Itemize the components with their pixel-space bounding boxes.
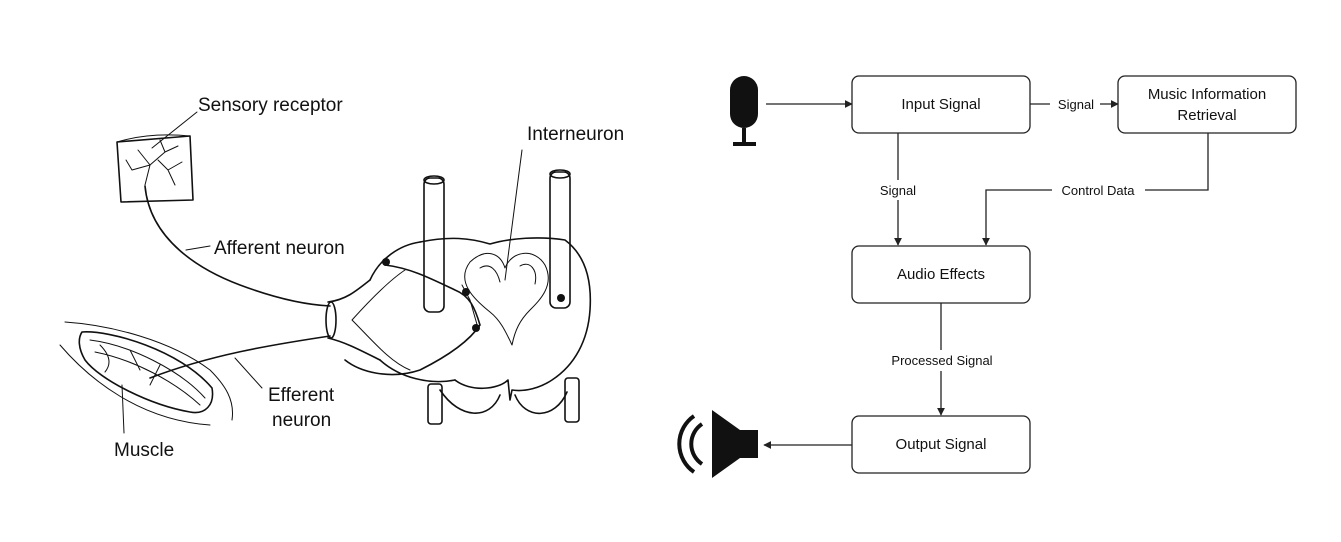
muscle-illustration bbox=[59, 321, 234, 434]
efferent-neuron-label-line2: neuron bbox=[272, 410, 331, 431]
node-input-signal-label: Input Signal bbox=[901, 96, 980, 113]
sensory-receptor-illustration bbox=[116, 111, 198, 203]
edge-mir-to-effects-a bbox=[1145, 133, 1209, 191]
node-input-signal: Input Signal bbox=[851, 75, 1031, 134]
node-output-signal-label: Output Signal bbox=[896, 436, 987, 453]
afferent-neuron-axon bbox=[144, 185, 331, 307]
edge-label-signal-top: Signal bbox=[1058, 97, 1094, 112]
muscle-label: Muscle bbox=[114, 440, 174, 461]
audio-flowchart: Signal Signal Control Data Processed Sig… bbox=[677, 75, 1297, 478]
edge-label-processed-signal: Processed Signal bbox=[891, 353, 992, 368]
sensory-receptor-label: Sensory receptor bbox=[198, 95, 343, 116]
node-music-information-retrieval: Music Information Retrieval bbox=[1117, 75, 1297, 134]
afferent-label-leader bbox=[185, 245, 211, 251]
node-audio-effects-label: Audio Effects bbox=[897, 266, 985, 283]
speaker-icon bbox=[677, 410, 758, 478]
efferent-label-leader bbox=[234, 357, 263, 389]
microphone-icon bbox=[730, 76, 758, 146]
node-mir-label-line2: Retrieval bbox=[1177, 107, 1236, 124]
node-mir-label-line1: Music Information bbox=[1148, 86, 1266, 103]
node-output-signal: Output Signal bbox=[851, 415, 1031, 474]
interneuron-label: Interneuron bbox=[527, 124, 624, 145]
edge-label-control-data: Control Data bbox=[1062, 183, 1136, 198]
reflex-arc-diagram: Sensory receptor Interneuron Afferent ne… bbox=[59, 95, 624, 461]
muscle-label-leader bbox=[121, 384, 125, 434]
afferent-neuron-label: Afferent neuron bbox=[214, 238, 345, 259]
spinal-cord-illustration bbox=[325, 149, 592, 425]
efferent-neuron-axon bbox=[149, 335, 331, 379]
edge-mir-to-effects-b bbox=[982, 189, 1052, 246]
efferent-neuron-label-line1: Efferent bbox=[268, 385, 335, 406]
edge-label-signal-down: Signal bbox=[880, 183, 916, 198]
node-audio-effects: Audio Effects bbox=[851, 245, 1031, 304]
interneuron-label-leader bbox=[504, 149, 523, 281]
